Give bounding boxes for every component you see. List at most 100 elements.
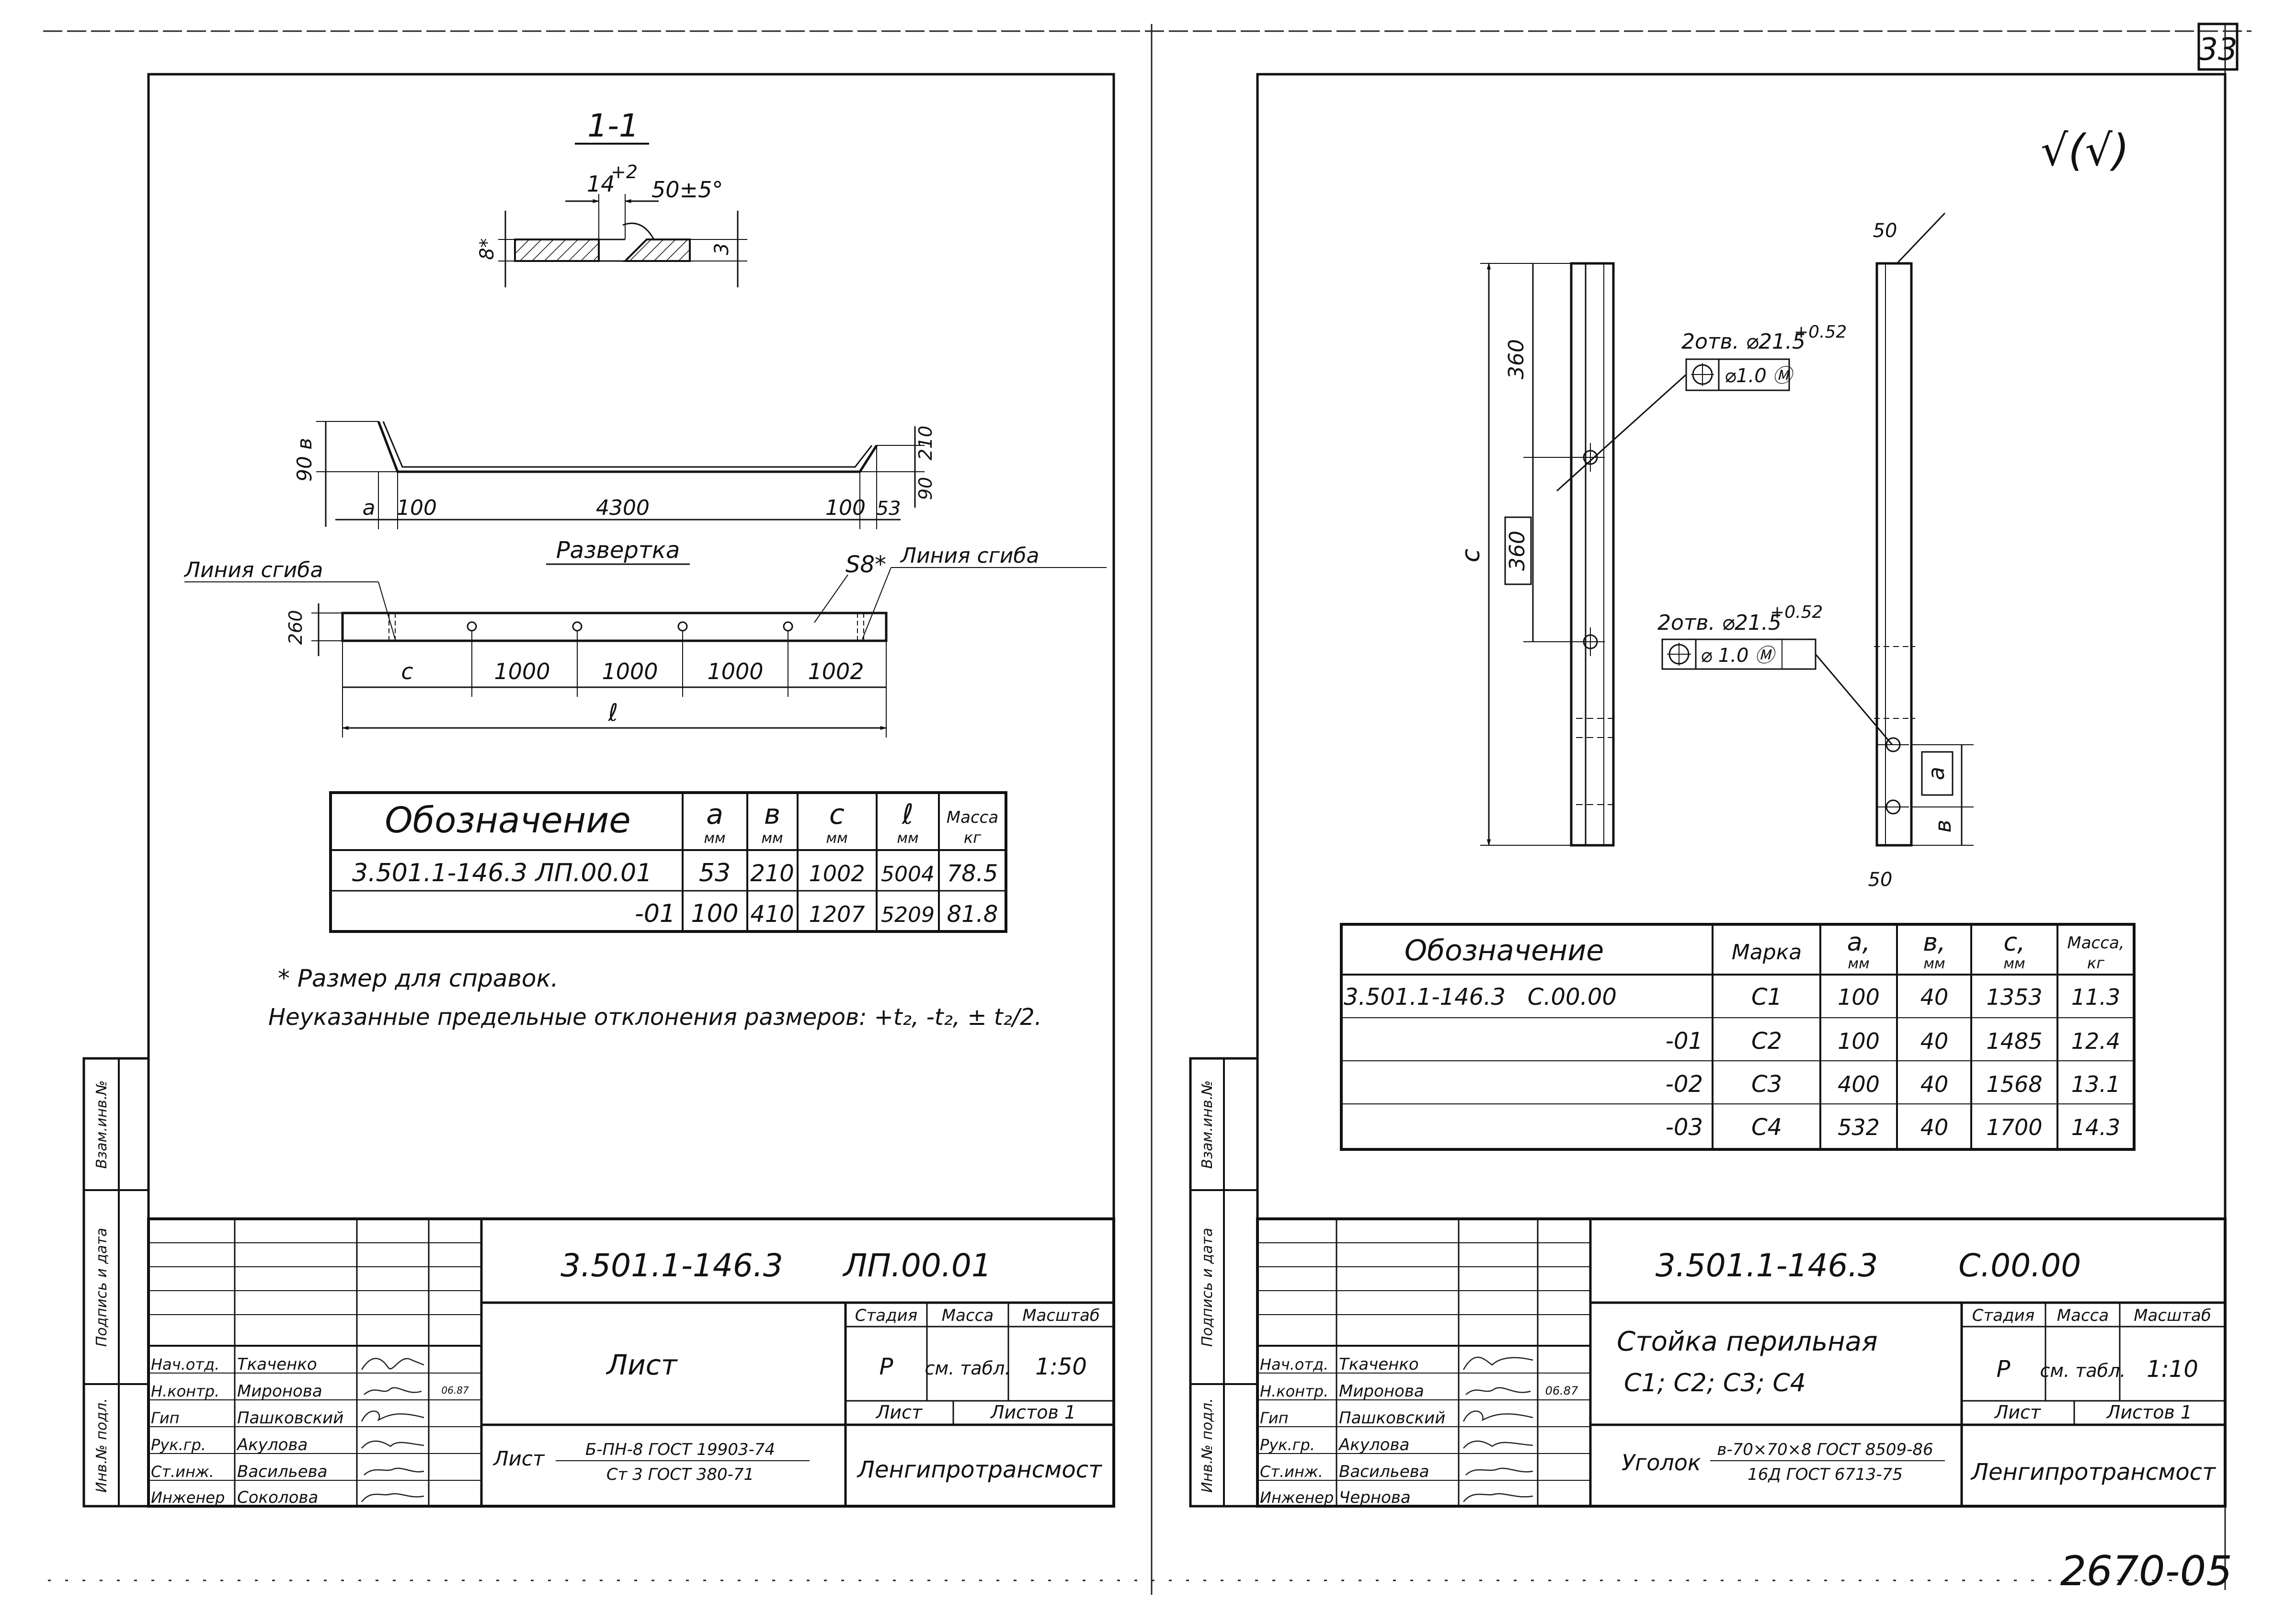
left-material-top: Б-ПН-8 ГОСТ 19903-74 [585, 1440, 775, 1459]
right-material-bottom: 16Д ГОСТ 6713-75 [1748, 1465, 1903, 1484]
right-td-0-1: С1 [1751, 984, 1782, 1011]
right-signatures [1462, 1356, 1533, 1502]
section-thickness: 8* [476, 238, 498, 260]
right-td-0-0: 3.501.1-146.3 С.00.00 [1344, 984, 1617, 1011]
right-side-label-0: Инв.№ подл. [1199, 1398, 1216, 1492]
right-th-4-unit: мм [2003, 955, 2025, 972]
s8-label: S8* [845, 551, 886, 578]
right-th-5: Масса, [2067, 933, 2124, 953]
page-number-box: 33 [2197, 23, 2239, 71]
right-doc-code: 3.501.1-146.3 С.00.00 [1656, 1247, 2081, 1284]
left-date: 06.87 [441, 1385, 469, 1396]
left-td-1-5: 81.8 [947, 901, 998, 928]
right-td-1-4: 1485 [1986, 1028, 2042, 1054]
section-root: 3 [711, 243, 733, 255]
post-dim-50-top: 50 [1873, 220, 1897, 242]
right-date: 06.87 [1545, 1384, 1578, 1397]
left-sheet-label: Лист [875, 1402, 923, 1423]
left-note-1: * Размер для справок. [278, 965, 559, 992]
left-org: Ленгипротрансмост [857, 1456, 1103, 1483]
right-td-1-2: 100 [1838, 1028, 1880, 1054]
post-dim-360-mid: 360 [1505, 531, 1530, 571]
unfold-c: с [401, 659, 413, 684]
post-dim-b: в [1930, 819, 1956, 832]
right-td-3-0: -03 [1666, 1114, 1703, 1141]
right-doc-name-1: Стойка перильная [1617, 1326, 1878, 1357]
unfold-title: Развертка [556, 537, 680, 564]
post-view-right: 50 50 а в [1868, 212, 1974, 891]
right-hdr-scale: Масштаб [2134, 1306, 2211, 1325]
hole-callout-bottom: 2отв. ⌀21.5 +0.52 ⌀ 1.0 Ⓜ [1657, 602, 1893, 745]
hole-note-bottom-tol: +0.52 [1770, 602, 1823, 622]
right-side-label-2: Взам.инв.№ [1199, 1080, 1216, 1169]
unfold-s2: 1000 [602, 659, 658, 684]
left-th-1: а [706, 798, 723, 830]
left-material-bottom: Ст 3 ГОСТ 380-71 [606, 1465, 754, 1484]
right-th-2-unit: мм [1848, 955, 1869, 972]
left-sheet: 1-1 14 +2 50±5° 8* 3 [82, 73, 1115, 1508]
right-stage: Р [1997, 1356, 2011, 1383]
unfold-total: ℓ [608, 699, 618, 727]
right-frame [1256, 73, 2227, 1508]
left-sheets-label: Листов 1 [990, 1402, 1076, 1423]
right-td-0-2: 100 [1838, 984, 1880, 1010]
left-td-1-0: -01 [635, 899, 675, 928]
right-role-1-name: Миронова [1339, 1382, 1424, 1401]
right-side-label-1: Подпись и дата [1199, 1228, 1216, 1347]
profile-right-a: 53 [877, 498, 901, 520]
left-th-5: Масса [947, 808, 998, 827]
left-doc-name: Лист [606, 1349, 678, 1381]
left-side-label-2: Взам.инв.№ [93, 1080, 110, 1169]
bent-profile: 90 в 210 90 а 100 4300 100 53 [293, 421, 936, 529]
left-title-block: 3.501.1-146.3 ЛП.00.01 Лист Стадия Масса… [147, 1217, 1115, 1508]
page-number: 33 [2198, 32, 2237, 68]
right-td-1-5: 12.4 [2071, 1028, 2120, 1054]
left-th-3: с [829, 798, 845, 830]
left-th-4-unit: мм [897, 830, 918, 847]
right-td-3-2: 532 [1838, 1114, 1880, 1140]
right-sheet-label: Лист [1994, 1402, 2042, 1423]
right-mass: см. табл. [2040, 1360, 2126, 1381]
right-material-prefix: Уголок [1622, 1450, 1701, 1476]
right-th-0: Обозначение [1405, 934, 1604, 967]
left-role-4: Ст.инж. [151, 1463, 214, 1481]
right-role-4-name: Васильева [1339, 1462, 1429, 1481]
left-th-0: Обозначение [385, 800, 630, 841]
right-role-4: Ст.инж. [1260, 1463, 1323, 1481]
unfolded-blank: Развертка Линия сгиба S8* Линия сгиба 26… [183, 537, 1107, 738]
right-role-3-name: Акулова [1338, 1435, 1409, 1454]
left-td-1-1: 100 [691, 899, 738, 928]
left-scale: 1:50 [1035, 1353, 1087, 1380]
left-role-1: Н.контр. [151, 1382, 219, 1400]
archive-number: 2670-05 [2060, 1547, 2232, 1595]
roughness-mark: √(√) [2041, 125, 2129, 176]
right-role-0: Нач.отд. [1260, 1355, 1328, 1374]
right-sheets-label: Листов 1 [2106, 1402, 2192, 1423]
right-material-top: в-70×70×8 ГОСТ 8509-86 [1717, 1440, 1933, 1459]
profile-left-gap: 100 [397, 496, 437, 520]
left-role-0: Нач.отд. [151, 1355, 219, 1374]
left-td-0-3: 1002 [809, 861, 865, 886]
left-th-2-unit: мм [761, 830, 783, 847]
right-role-3: Рук.гр. [1260, 1436, 1315, 1454]
right-td-2-0: -02 [1666, 1071, 1703, 1098]
left-hdr-mass: Масса [942, 1306, 994, 1325]
left-doc-code: 3.501.1-146.3 ЛП.00.01 [560, 1247, 992, 1284]
right-td-3-5: 14.3 [2071, 1114, 2120, 1140]
left-material-prefix: Лист [492, 1447, 545, 1470]
post-dim-50-bottom: 50 [1868, 869, 1893, 891]
pos-frame-bottom: ⌀ 1.0 Ⓜ [1701, 645, 1777, 667]
right-org: Ленгипротрансмост [1970, 1459, 2216, 1486]
post-dim-360-top: 360 [1504, 339, 1529, 379]
pos-frame-top: ⌀1.0 Ⓜ [1725, 365, 1794, 387]
post-view-left: с 360 360 [1457, 262, 1615, 847]
right-th-1: Марка [1732, 940, 1802, 965]
right-scale: 1:10 [2147, 1356, 2198, 1383]
hole-callout-top: 2отв. ⌀21.5 +0.52 ⌀1.0 Ⓜ [1556, 322, 1847, 492]
left-role-5: Инженер [151, 1488, 225, 1507]
profile-right-h2: 90 [915, 477, 936, 500]
right-td-1-3: 40 [1920, 1028, 1949, 1054]
left-table: Обозначение а мм в мм с мм ℓ мм Масса кг… [329, 791, 1007, 933]
profile-right-gap: 100 [825, 496, 866, 520]
right-hdr-stage: Стадия [1972, 1306, 2034, 1325]
